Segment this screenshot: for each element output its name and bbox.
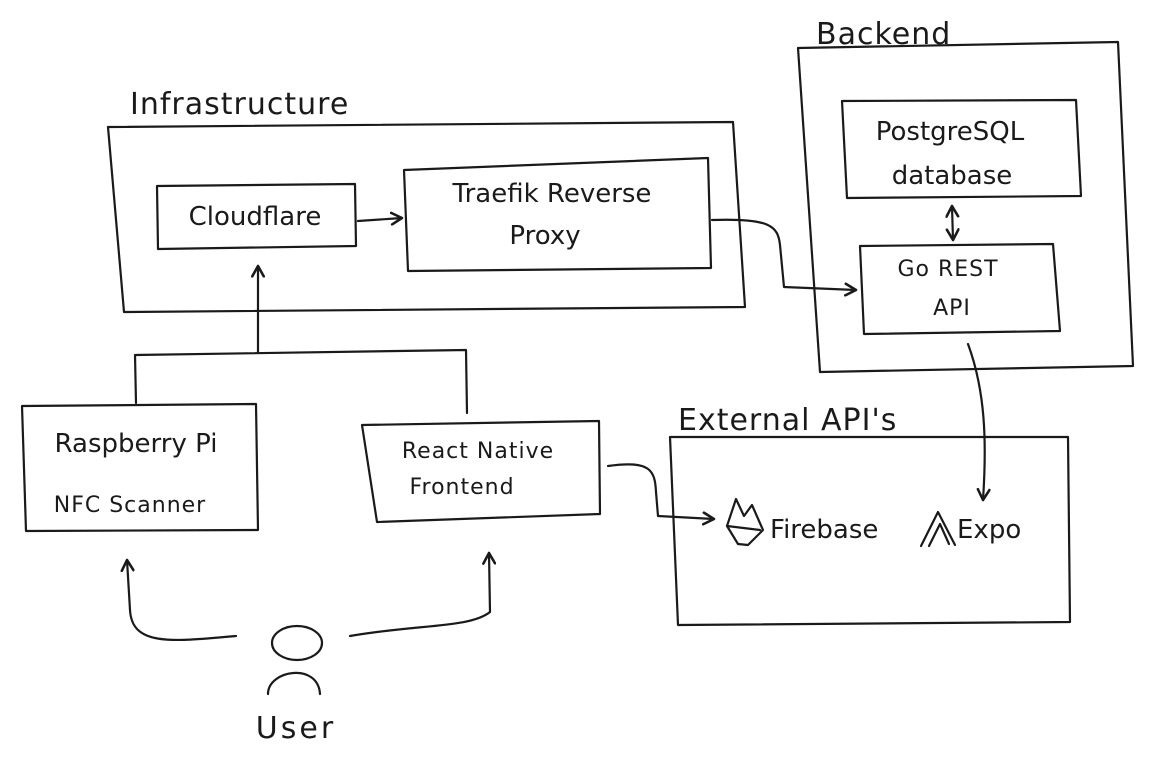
- arrow-go-api-to-expo: [966, 342, 985, 500]
- external-apis-group: External API's: [668, 403, 1072, 627]
- firebase-node: Firebase: [725, 497, 878, 547]
- infrastructure-group: Infrastructure: [106, 87, 747, 314]
- cloudflare-node: Cloudflare: [155, 182, 358, 251]
- postgres-box: [840, 98, 1083, 200]
- go-api-node: Go REST API: [858, 242, 1062, 336]
- user-label: User: [256, 711, 336, 746]
- postgres-label-line1: PostgreSQL: [876, 117, 1025, 147]
- react-native-label-line2: Frontend: [409, 475, 514, 500]
- traefik-box: [402, 156, 713, 273]
- external-apis-box: [668, 435, 1072, 627]
- go-api-label-line1: Go REST: [897, 257, 998, 282]
- infrastructure-box: [106, 120, 747, 314]
- traefik-node: Traefik Reverse Proxy: [402, 156, 713, 273]
- raspberry-pi-label-line1: Raspberry Pi: [55, 429, 218, 459]
- cloudflare-box: [155, 182, 358, 251]
- connector-clients-merge: [133, 348, 469, 415]
- postgres-node: PostgreSQL database: [840, 98, 1083, 200]
- firebase-flame-icon: [725, 497, 765, 547]
- raspberry-pi-box: [20, 402, 260, 533]
- backend-box: [796, 40, 1135, 374]
- react-native-label-line1: React Native: [402, 439, 554, 464]
- connectors: [127, 206, 985, 642]
- arrow-user-to-raspberry-pi: [127, 560, 238, 642]
- go-api-label-line2: API: [933, 296, 971, 321]
- backend-group: Backend: [796, 17, 1135, 374]
- infrastructure-title: Infrastructure: [130, 87, 349, 122]
- traefik-label-line1: Traefik Reverse: [452, 179, 652, 209]
- react-native-box: [360, 419, 602, 524]
- external-apis-title: External API's: [678, 403, 897, 438]
- go-api-box: [858, 242, 1062, 336]
- expo-label: Expo: [957, 515, 1021, 545]
- expo-chevron-icon: [919, 510, 957, 548]
- react-native-node: React Native Frontend: [360, 419, 602, 524]
- postgres-label-line2: database: [892, 161, 1013, 191]
- raspberry-pi-label-line2: NFC Scanner: [54, 493, 206, 518]
- raspberry-pi-node: Raspberry Pi NFC Scanner: [20, 402, 260, 533]
- arrow-user-to-react-native: [348, 553, 490, 638]
- arrow-traefik-to-go-api: [710, 218, 856, 290]
- expo-node: Expo: [919, 510, 1021, 548]
- arrow-react-native-to-firebase: [606, 463, 714, 519]
- user-node: User: [256, 624, 336, 746]
- arrow-postgres-go-api: [952, 206, 953, 240]
- traefik-label-line2: Proxy: [509, 221, 580, 251]
- cloudflare-label: Cloudflare: [189, 202, 322, 232]
- user-figure-icon: [266, 624, 324, 696]
- firebase-label: Firebase: [770, 515, 878, 545]
- arrow-cloudflare-to-traefik: [356, 218, 402, 221]
